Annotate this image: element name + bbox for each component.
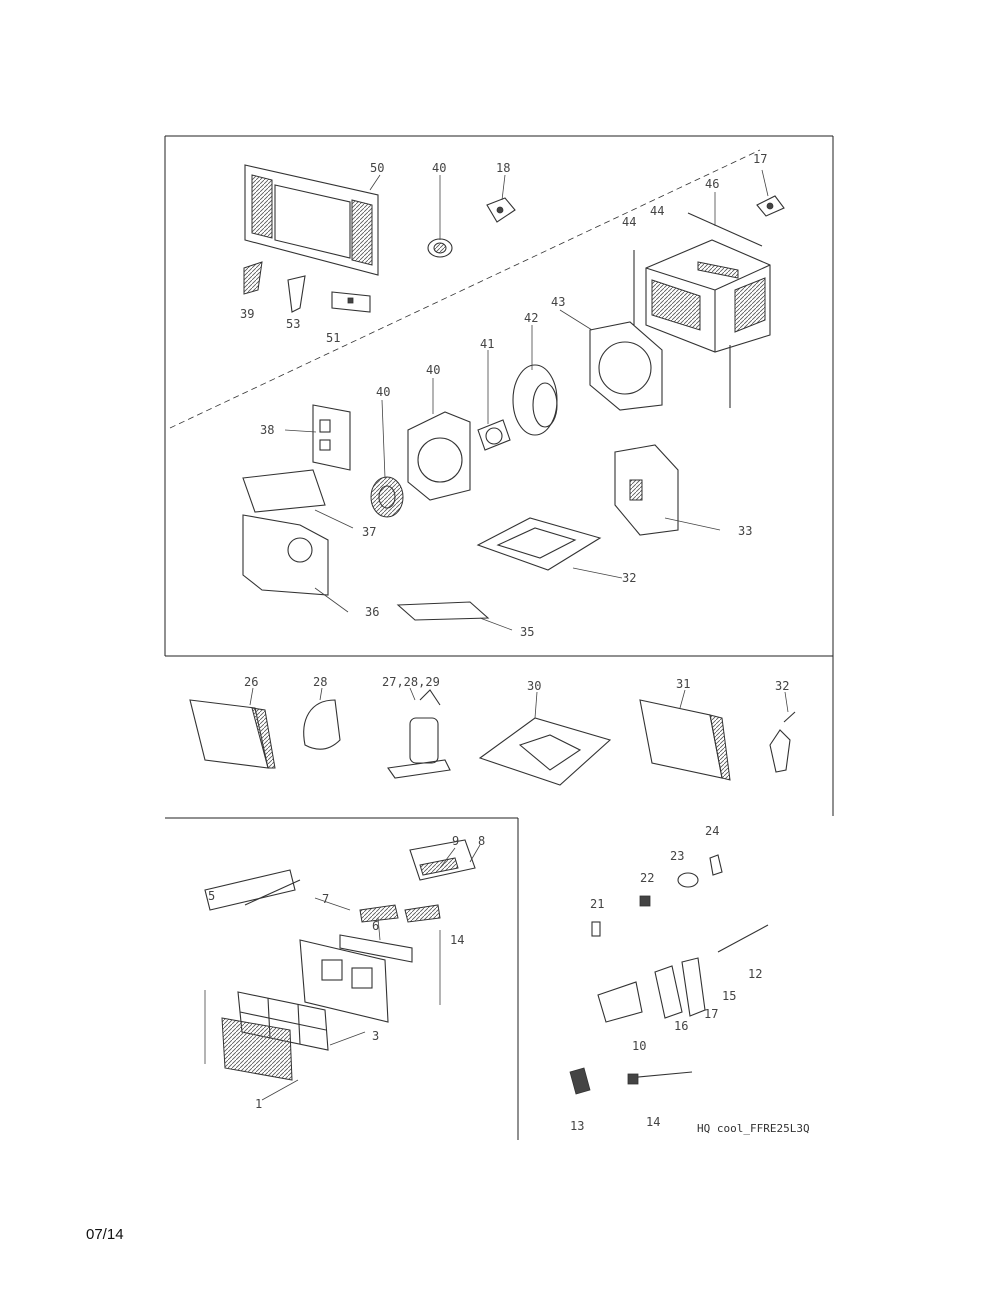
callout-41: 41 (480, 337, 494, 351)
callout-7: 7 (322, 892, 329, 906)
callout-18: 18 (496, 161, 510, 175)
callout-23: 23 (670, 849, 684, 863)
callout-32: 32 (622, 571, 636, 585)
callout-17b: 17 (704, 1007, 718, 1021)
callout-5: 5 (208, 889, 215, 903)
callout-38: 38 (260, 423, 274, 437)
compressor-27 (387, 687, 451, 779)
callout-14b: 14 (646, 1115, 660, 1129)
callout-9: 9 (452, 834, 459, 848)
base-tray-30 (478, 691, 612, 786)
gasket-strip-46 (687, 212, 763, 247)
screw-part-17 (756, 195, 785, 217)
front-frame-36 (242, 514, 329, 596)
evaporator-coil-26 (189, 687, 276, 769)
callout-53: 53 (286, 317, 300, 331)
callout-28: 28 (313, 675, 327, 689)
callout-36: 36 (365, 605, 379, 619)
callout-40a: 40 (432, 161, 446, 175)
callout-37: 37 (362, 525, 376, 539)
fan-motor (477, 419, 511, 451)
evaporator-housing (407, 411, 471, 501)
partition-37 (242, 469, 326, 513)
cabinet (633, 239, 771, 408)
callout-35: 35 (520, 625, 534, 639)
knob (427, 238, 453, 258)
small-bracket-left (243, 261, 371, 313)
condenser-shroud (589, 321, 663, 411)
accessory-parts (569, 854, 769, 1095)
callout-32b: 32 (775, 679, 789, 693)
callout-30: 30 (527, 679, 541, 693)
callout-13: 13 (570, 1119, 584, 1133)
bottom-left-callouts: 9 8 5 7 6 14 3 1 (208, 834, 485, 1111)
callout-44b: 44 (622, 215, 636, 229)
callout-33: 33 (738, 524, 752, 538)
callout-24: 24 (705, 824, 719, 838)
top-leader-lines (284, 169, 769, 631)
front-panel-assembly (204, 839, 476, 1081)
callout-16: 16 (674, 1019, 688, 1033)
control-bracket-39 (312, 404, 351, 471)
callout-43: 43 (551, 295, 565, 309)
callout-1: 1 (255, 1097, 262, 1111)
front-grille-panel (244, 164, 379, 276)
bottom-right-callouts: 24 23 22 21 10 12 15 16 17 13 14 (570, 824, 762, 1133)
condenser-fan (512, 364, 558, 436)
drain-tray-35 (396, 601, 490, 621)
page-date: 07/14 (86, 1226, 124, 1243)
tubing-28 (303, 687, 341, 750)
callout-15: 15 (722, 989, 736, 1003)
callout-39: 39 (240, 307, 254, 321)
callout-21: 21 (590, 897, 604, 911)
callout-51: 51 (326, 331, 340, 345)
callout-3: 3 (372, 1029, 379, 1043)
motor-clip (486, 197, 516, 223)
side-panel-33 (614, 444, 679, 536)
callout-50: 50 (370, 161, 384, 175)
callout-12: 12 (748, 967, 762, 981)
top-callouts: 50 40 18 17 46 44 44 43 39 53 51 42 38 4… (240, 152, 767, 639)
callout-8: 8 (478, 834, 485, 848)
callout-46: 46 (705, 177, 719, 191)
callout-44a: 44 (650, 204, 664, 218)
callout-40b: 40 (426, 363, 440, 377)
valve-32 (769, 691, 796, 773)
model-caption: HQ cool_FFRE25L3Q (697, 1122, 810, 1135)
callout-26: 26 (244, 675, 258, 689)
callout-31: 31 (676, 677, 690, 691)
callout-42: 42 (524, 311, 538, 325)
middle-callouts: 26 28 27,28,29 30 31 32 (244, 675, 789, 693)
condenser-coil-31 (639, 689, 731, 781)
callout-40c: 40 (376, 385, 390, 399)
callout-14a: 14 (450, 933, 464, 947)
section-frames (164, 135, 834, 1140)
callout-27-28-29: 27,28,29 (382, 675, 440, 689)
base-pan-32 (476, 517, 602, 571)
callout-10: 10 (632, 1039, 646, 1053)
callout-17: 17 (753, 152, 767, 166)
callout-22: 22 (640, 871, 654, 885)
blower-wheel (370, 476, 404, 518)
callout-6: 6 (372, 919, 379, 933)
bottom-left-leaders (204, 844, 481, 1101)
